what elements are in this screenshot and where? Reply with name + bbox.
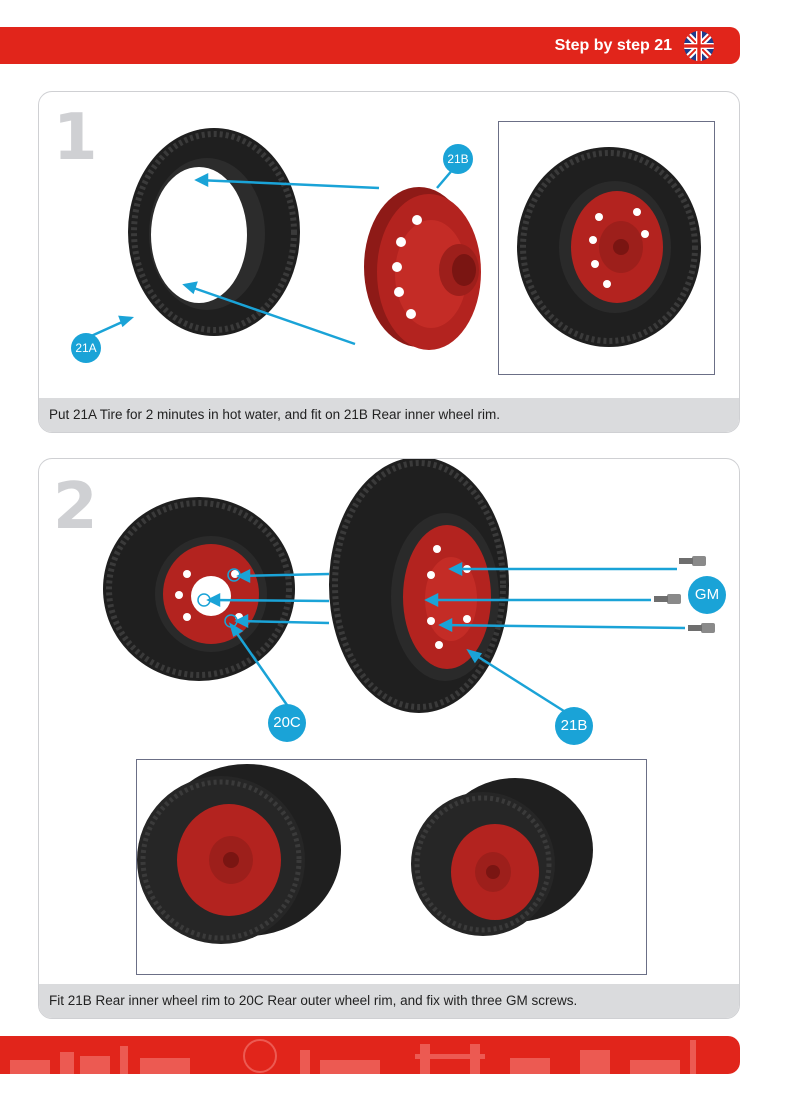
step-2-panel: 2 [38,458,740,1019]
gm-screws-illustration [654,556,715,633]
part-label-20c: 20C [268,704,306,742]
part-label-21a: 21A [71,333,101,363]
london-skyline-decoration [10,1039,696,1074]
wheel-20c-illustration [103,497,295,681]
wheel-21b-illustration [329,459,509,713]
part-label-21b: 21B [555,707,593,745]
step-1-panel: 1 [38,91,740,433]
step-2-caption: Fit 21B Rear inner wheel rim to 20C Rear… [39,984,739,1018]
page-title: Step by step 21 [554,37,672,54]
uk-flag-icon [684,31,714,61]
header-bar: Step by step 21 [0,27,740,64]
assembled-wheel-illustration [517,147,701,347]
step-2-result-inset [136,759,647,975]
assembled-dual-wheel-illustration [137,764,593,944]
rim-21b-illustration [364,187,481,350]
step-number: 1 [53,101,98,175]
part-label-21b: 21B [443,144,473,174]
part-label-gm: GM [688,576,726,614]
step-1-result-inset [498,121,715,375]
step-1-caption: Put 21A Tire for 2 minutes in hot water,… [39,398,739,432]
step-1-illustration [88,128,481,350]
tire-21a-illustration [128,128,300,336]
footer-bar [0,1036,740,1074]
step-2-illustration [103,459,715,715]
step-number: 2 [53,470,98,544]
